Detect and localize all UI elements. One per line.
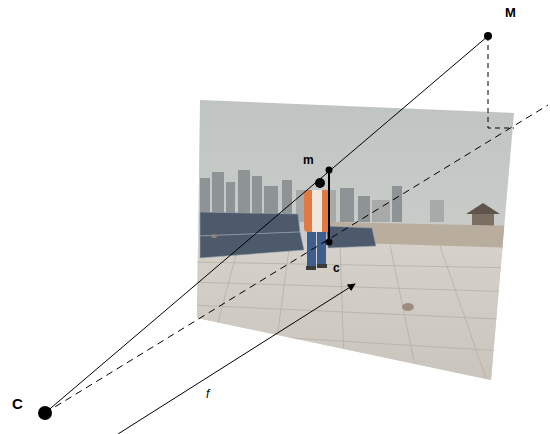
- focal-length-arrow: [118, 284, 355, 434]
- principal-point-dot: [326, 239, 333, 246]
- point-label: M: [505, 6, 516, 19]
- optical-axis: [45, 105, 548, 413]
- point-label: C: [12, 396, 23, 411]
- point-label: c: [333, 262, 340, 274]
- point-label: f: [206, 388, 209, 400]
- image-point-dot: [326, 167, 333, 174]
- camera-center-dot: [38, 406, 52, 420]
- perpendicular-drop: [488, 36, 514, 128]
- image-offset-segment: [328, 170, 330, 242]
- image-plane-photo: [190, 95, 520, 390]
- projection-ray: [45, 36, 488, 413]
- world-point-dot: [484, 32, 492, 40]
- point-label: m: [303, 154, 314, 166]
- head-point-dot: [315, 178, 325, 188]
